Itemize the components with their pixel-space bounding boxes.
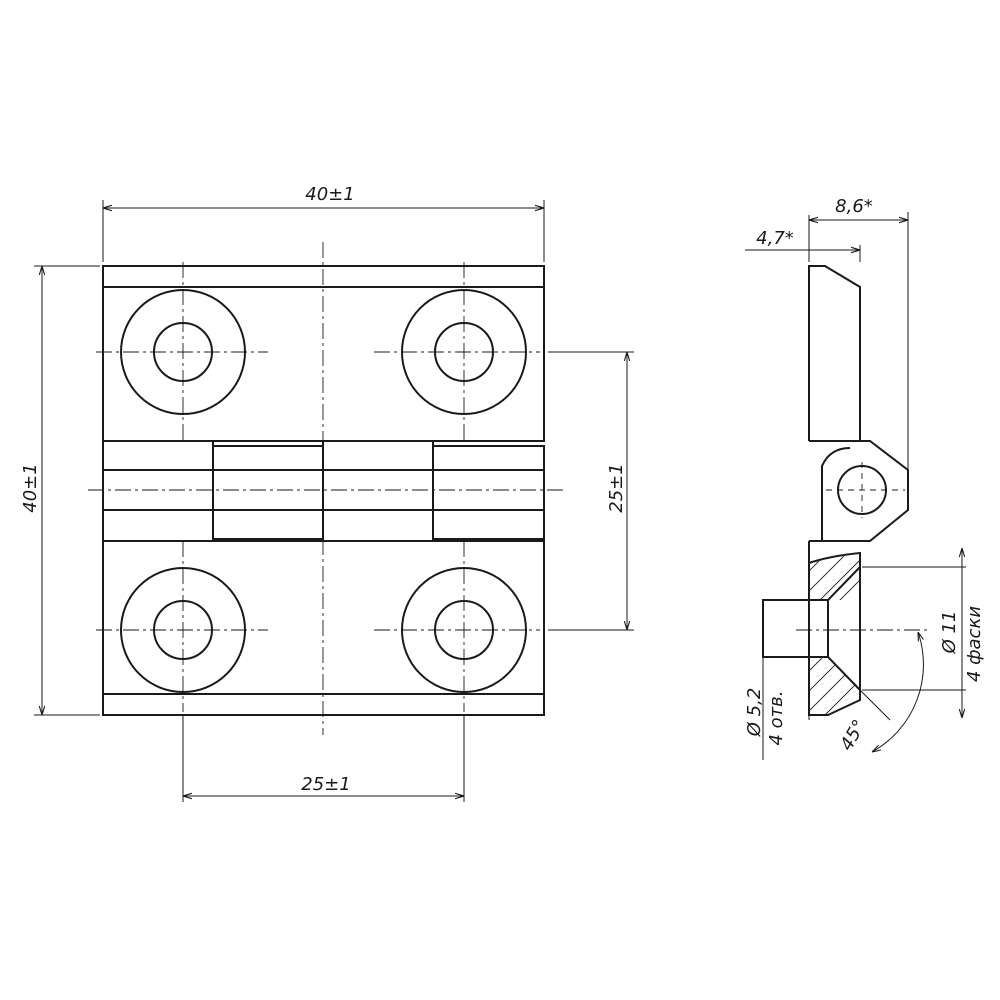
- front-centerlines: [88, 242, 565, 735]
- dim-countersink-angle-text: 45°: [836, 716, 870, 754]
- dim-side-leaf-thickness: 4,7*: [745, 215, 861, 262]
- knuckle: [102, 440, 545, 542]
- side-view: 4,7* 8,6* Ø 5,2 4 отв. Ø 11 4 фаски 4: [744, 196, 985, 760]
- dim-hole-count-text: 4 отв.: [766, 690, 787, 745]
- dim-hole-spacing-horizontal: 25±1: [182, 715, 465, 802]
- side-upper-leaf: [808, 265, 861, 441]
- side-knuckle: [809, 440, 909, 542]
- dim-countersink-angle: 45°: [836, 632, 924, 754]
- dim-hole-spacing-horizontal-text: 25±1: [301, 774, 350, 795]
- dim-front-height-text: 40±1: [20, 463, 41, 512]
- side-knuckle-inner: [821, 447, 851, 541]
- dim-front-height: 40±1: [20, 265, 100, 716]
- dim-front-width: 40±1: [102, 184, 545, 262]
- dim-countersink-count-text: 4 фаски: [964, 606, 985, 682]
- dim-countersink-diameter-text: Ø 11: [939, 611, 960, 655]
- side-lower-leaf: [808, 541, 861, 716]
- bottom-leaf-outline: [102, 540, 545, 716]
- dim-hole-spacing-vertical-text: 25±1: [606, 463, 627, 512]
- dim-front-width-text: 40±1: [305, 184, 354, 205]
- dim-side-total-thickness: 8,6*: [809, 196, 909, 470]
- dim-hole-diameter-text: Ø 5,2: [744, 688, 765, 738]
- dim-hole-spacing-vertical: 25±1: [548, 351, 634, 631]
- side-hole-projection: [762, 599, 809, 658]
- dim-side-leaf-thickness-text: 4,7*: [756, 228, 794, 249]
- dim-countersink-diameter: Ø 11 4 фаски: [862, 548, 985, 718]
- dim-hole-diameter: Ø 5,2 4 отв.: [744, 600, 810, 760]
- side-countersink: [827, 566, 861, 691]
- front-view: 40±1 40±1 25±1 25±1: [20, 184, 634, 802]
- dim-side-total-thickness-text: 8,6*: [835, 196, 873, 217]
